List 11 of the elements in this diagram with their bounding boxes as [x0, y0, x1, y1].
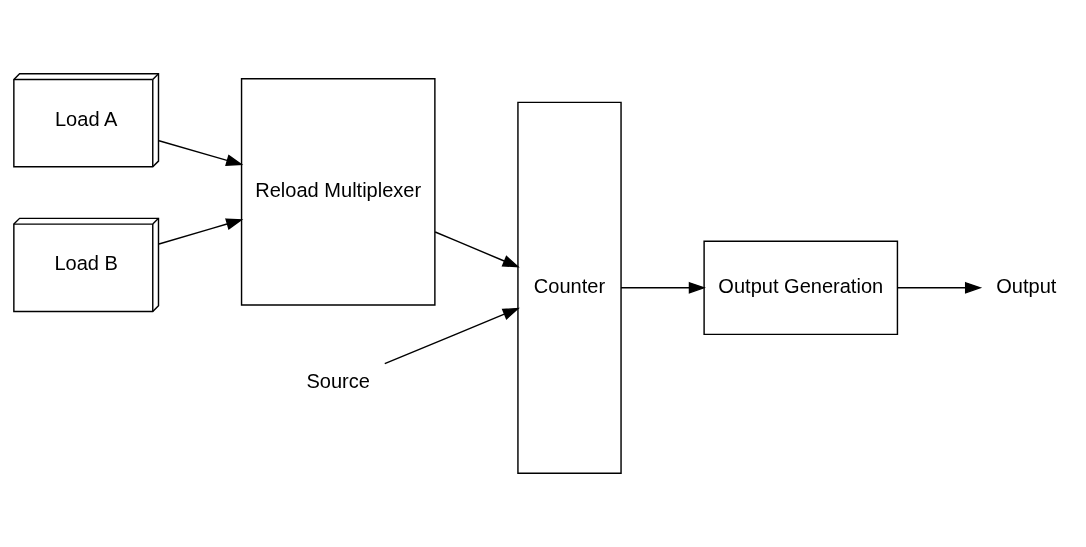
node-text: Source [306, 369, 370, 392]
arrow [620, 281, 706, 294]
node-text: Output [996, 275, 1057, 298]
node-box: Reload Multiplexer [240, 78, 436, 306]
arrow [897, 281, 983, 294]
node-box: Counter [517, 101, 622, 474]
arrow [158, 140, 244, 167]
arrow [158, 218, 244, 245]
arrow [384, 307, 520, 365]
node-box: Output Generation [703, 240, 899, 336]
arrow [434, 231, 520, 268]
